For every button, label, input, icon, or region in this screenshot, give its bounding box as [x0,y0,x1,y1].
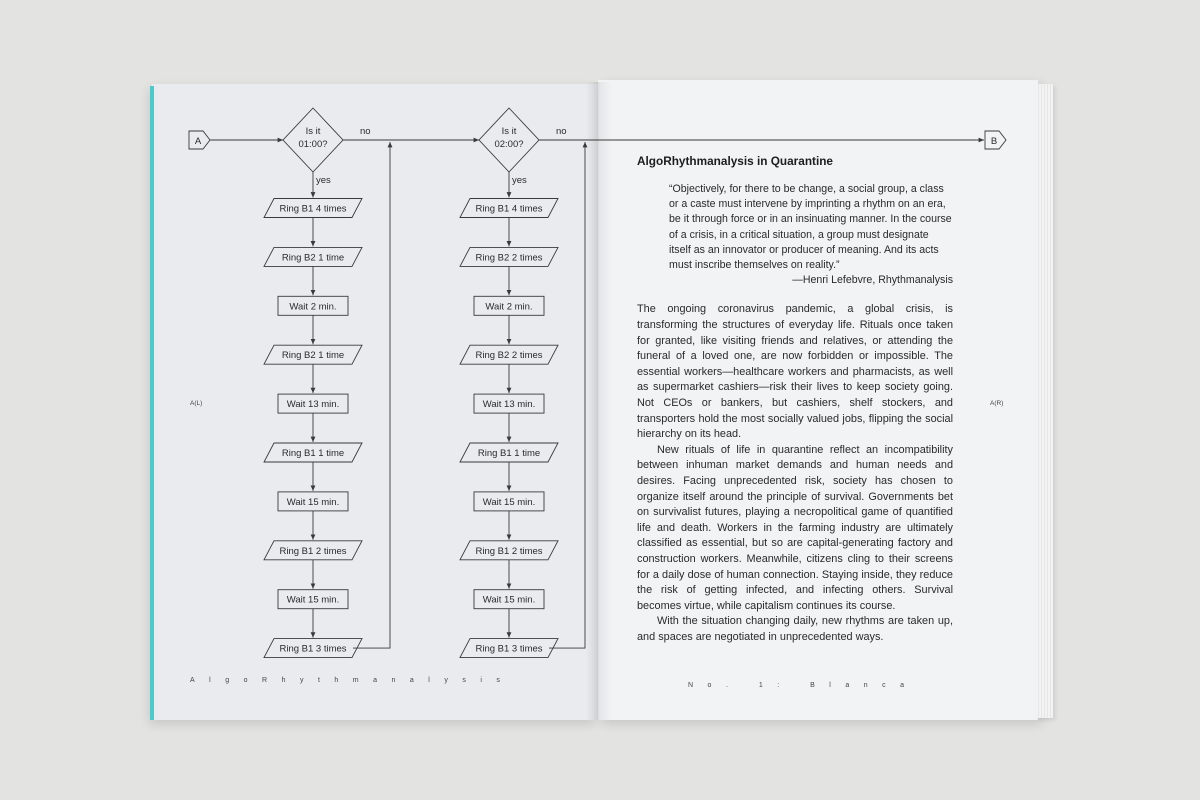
io-parallelogram [263,638,363,659]
step-label: Ring B1 4 times [279,204,346,215]
page-stack [1036,84,1053,718]
footer-issue: No. 1: Blanca [688,682,919,689]
yes-label: yes [316,175,331,186]
step-label: Wait 2 min. [485,301,532,312]
io-parallelogram [263,344,363,365]
connector-end-label: B [991,136,997,147]
connector-end-shape [984,130,1007,150]
cover-edge [150,86,154,720]
step-label: Ring B1 1 time [478,448,540,459]
step-label: Ring B2 1 time [282,350,344,361]
step-label: Wait 15 min. [483,497,535,508]
no-label: no [360,126,371,137]
io-parallelogram [459,540,559,561]
left-page [152,84,598,720]
epigraph: “Objectively, for there to be change, a … [669,182,953,288]
side-tag-left: A(L) [190,400,203,407]
decision-text: 02:00? [494,139,523,150]
no-label: no [556,126,567,137]
io-parallelogram [459,246,559,267]
step-label: Wait 15 min. [287,497,339,508]
step-label: Ring B2 2 times [475,252,542,263]
io-parallelogram [263,442,363,463]
step-label: Wait 15 min. [287,595,339,606]
io-parallelogram [263,246,363,267]
step-label: Wait 13 min. [483,399,535,410]
io-parallelogram [459,198,559,218]
loop-line [549,142,588,649]
step-label: Ring B2 2 times [475,350,542,361]
loop-line [353,142,393,649]
connector-start-shape [188,130,211,150]
step-label: Ring B1 1 time [282,448,344,459]
footer-left-text: AlgoRhythmanalysis [190,677,515,684]
io-parallelogram [459,638,559,659]
connector-start-label: A [195,136,202,147]
article-paragraph: The ongoing coronavirus pandemic, a glob… [637,303,953,441]
step-label: Ring B1 2 times [279,546,346,557]
decision-text: Is it [306,126,321,137]
step-label: Wait 2 min. [289,301,336,312]
step-label: Ring B1 2 times [475,546,542,557]
article: AlgoRhythmanalysis in Quarantine “Object… [637,154,953,645]
step-label: Ring B1 4 times [475,204,542,215]
right-page [598,80,1038,720]
io-parallelogram [263,198,363,218]
book-gutter [586,82,612,720]
io-parallelogram [459,442,559,463]
yes-label: yes [512,175,527,186]
article-paragraph: New rituals of life in quarantine reflec… [637,443,953,612]
decision-text: Is it [502,126,517,137]
step-label: Wait 15 min. [483,595,535,606]
epigraph-quote: “Objectively, for there to be change, a … [669,183,952,272]
step-label: Ring B1 3 times [279,644,346,655]
step-label: Wait 13 min. [287,399,339,410]
io-parallelogram [263,540,363,561]
epigraph-credit: —Henri Lefebvre, Rhythmanalysis [792,274,953,287]
step-label: Ring B2 1 time [282,252,344,263]
step-label: Ring B1 3 times [475,644,542,655]
decision-text: 01:00? [298,139,327,150]
io-parallelogram [459,344,559,365]
side-tag-right: A(R) [990,400,1004,407]
article-paragraph: With the situation changing daily, new r… [637,615,953,643]
article-title: AlgoRhythmanalysis in Quarantine [637,154,833,168]
footer-right-text: No. 1: Blanca [688,682,919,689]
footer-series-title: AlgoRhythmanalysis [190,677,514,684]
